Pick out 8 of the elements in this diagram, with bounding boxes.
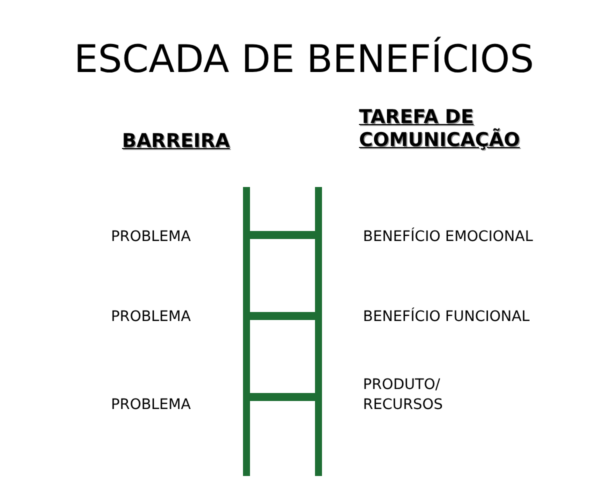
ladder-label: PROBLEMA [111,308,192,327]
ladder-label: BENEFÍCIO EMOCIONAL [363,227,534,247]
ladder-label: PROBLEMA [111,396,192,415]
column-heading: TAREFA DE COMUNICAÇÃO [359,106,521,152]
ladder-label: BENEFÍCIO FUNCIONAL [363,307,531,327]
column-heading: BARREIRA [122,130,231,153]
ladder-label: PRODUTO/ RECURSOS [363,376,444,415]
ladder-label: PROBLEMA [111,228,192,247]
